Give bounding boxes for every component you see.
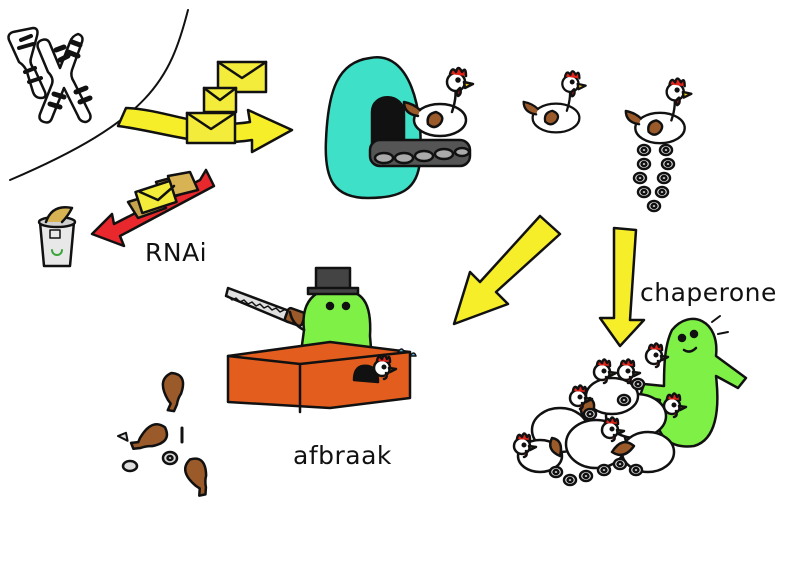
chromosome-icon [7, 26, 47, 100]
afbraak-label: afbraak [293, 441, 392, 470]
saw-icon [224, 286, 307, 328]
sweat-drops [397, 348, 417, 357]
chicken-icon [624, 77, 693, 145]
trash-bin-icon [37, 206, 77, 268]
envelope-icon [185, 111, 237, 145]
chain-icon [121, 426, 184, 473]
oven-icon [324, 56, 472, 200]
folding-arrow [598, 226, 646, 348]
box-icon [226, 340, 412, 414]
envelope-icon [202, 86, 238, 114]
chaperone-label: chaperone [640, 278, 777, 307]
green-creature-icon [288, 266, 374, 362]
rnai-label: RNAi [145, 238, 208, 267]
chain-icon [632, 143, 676, 213]
chromosome-icon [36, 32, 93, 124]
degradation-arrow [452, 214, 562, 326]
cell-membrane [9, 9, 189, 181]
envelope-icon [126, 170, 200, 220]
chicken-leg-icon [116, 370, 219, 499]
chicken-icon [522, 70, 587, 134]
